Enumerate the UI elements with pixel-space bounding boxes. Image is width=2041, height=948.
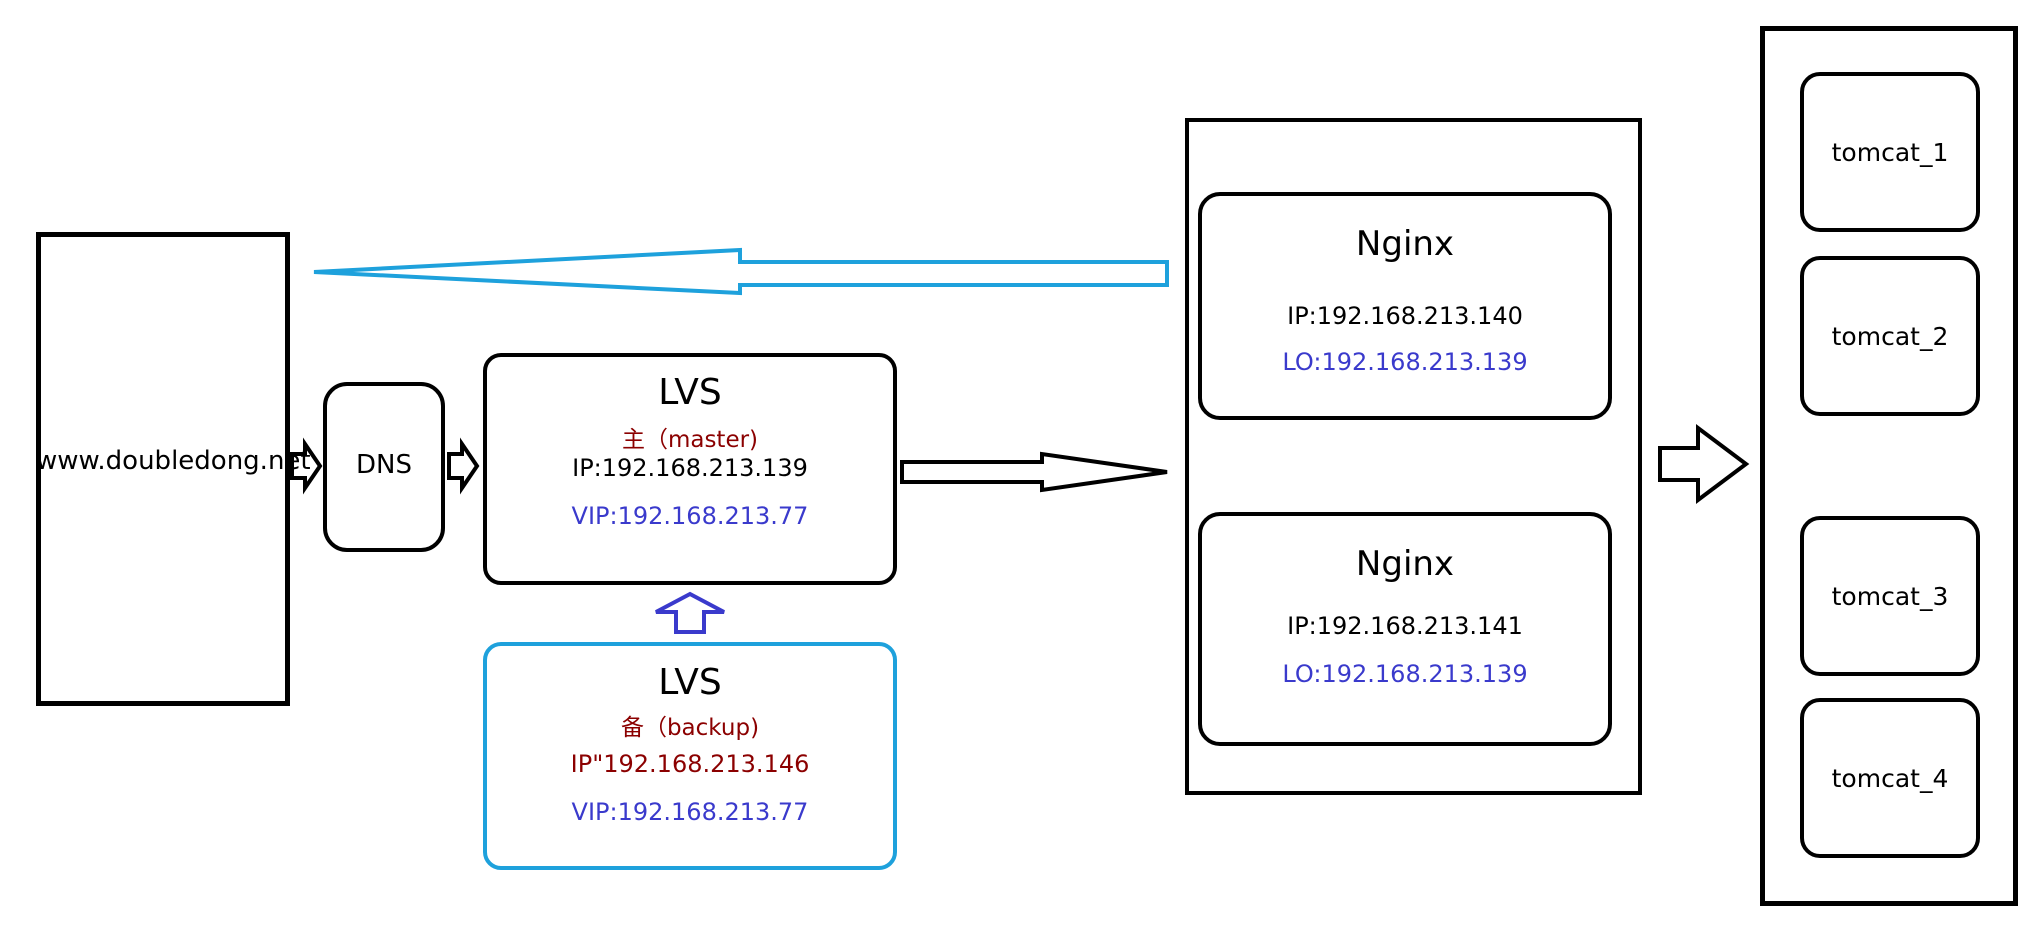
nginx-2-title: Nginx [1355,544,1455,584]
lvs-backup-title: LVS [658,662,722,703]
tomcat-box-3 [1800,516,1980,676]
nginx-box-1 [1198,192,1612,420]
nginx-2-lo: LO:192.168.213.139 [1282,660,1528,688]
lvs-backup-role: 备（backup) [620,715,760,741]
lvs-backup-vip: VIP:192.168.213.77 [571,798,809,826]
client-label: www.doubledong.net [36,446,311,476]
client-to-dns-arrow [290,437,323,495]
tomcat-4-label: tomcat_4 [1831,764,1949,793]
lvs-master-title: LVS [658,372,722,413]
lvs-backup-ip: IP"192.168.213.146 [570,750,810,778]
lvs-master-vip: VIP:192.168.213.77 [571,502,809,530]
dns-to-lvs-arrow [447,437,480,495]
nginx-1-lo: LO:192.168.213.139 [1282,348,1528,376]
tomcat-box-2 [1800,256,1980,416]
lvs-backup-box [483,642,897,870]
tomcat-box-4 [1800,698,1980,858]
tomcat-box-1 [1800,72,1980,232]
tomcat-1-label: tomcat_1 [1831,138,1949,167]
client-box [36,232,290,706]
lvs-master-box [483,353,897,585]
dns-box [323,382,445,552]
lvs-master-role: 主（master) [621,427,759,453]
nginx-1-title: Nginx [1355,224,1455,264]
nginx-box-2 [1198,512,1612,746]
nginx-to-tomcat-arrow [1658,424,1750,504]
dns-label: DNS [356,450,412,480]
lvs-to-nginx-arrow [900,451,1168,493]
nginx-2-ip: IP:192.168.213.141 [1287,612,1523,640]
backup-to-master-arrow [655,591,725,634]
tomcat-2-label: tomcat_2 [1831,322,1949,351]
tomcat-3-label: tomcat_3 [1831,582,1949,611]
nginx-1-ip: IP:192.168.213.140 [1287,302,1523,330]
lvs-master-ip: IP:192.168.213.139 [572,454,808,482]
return-arrow [313,247,1169,296]
